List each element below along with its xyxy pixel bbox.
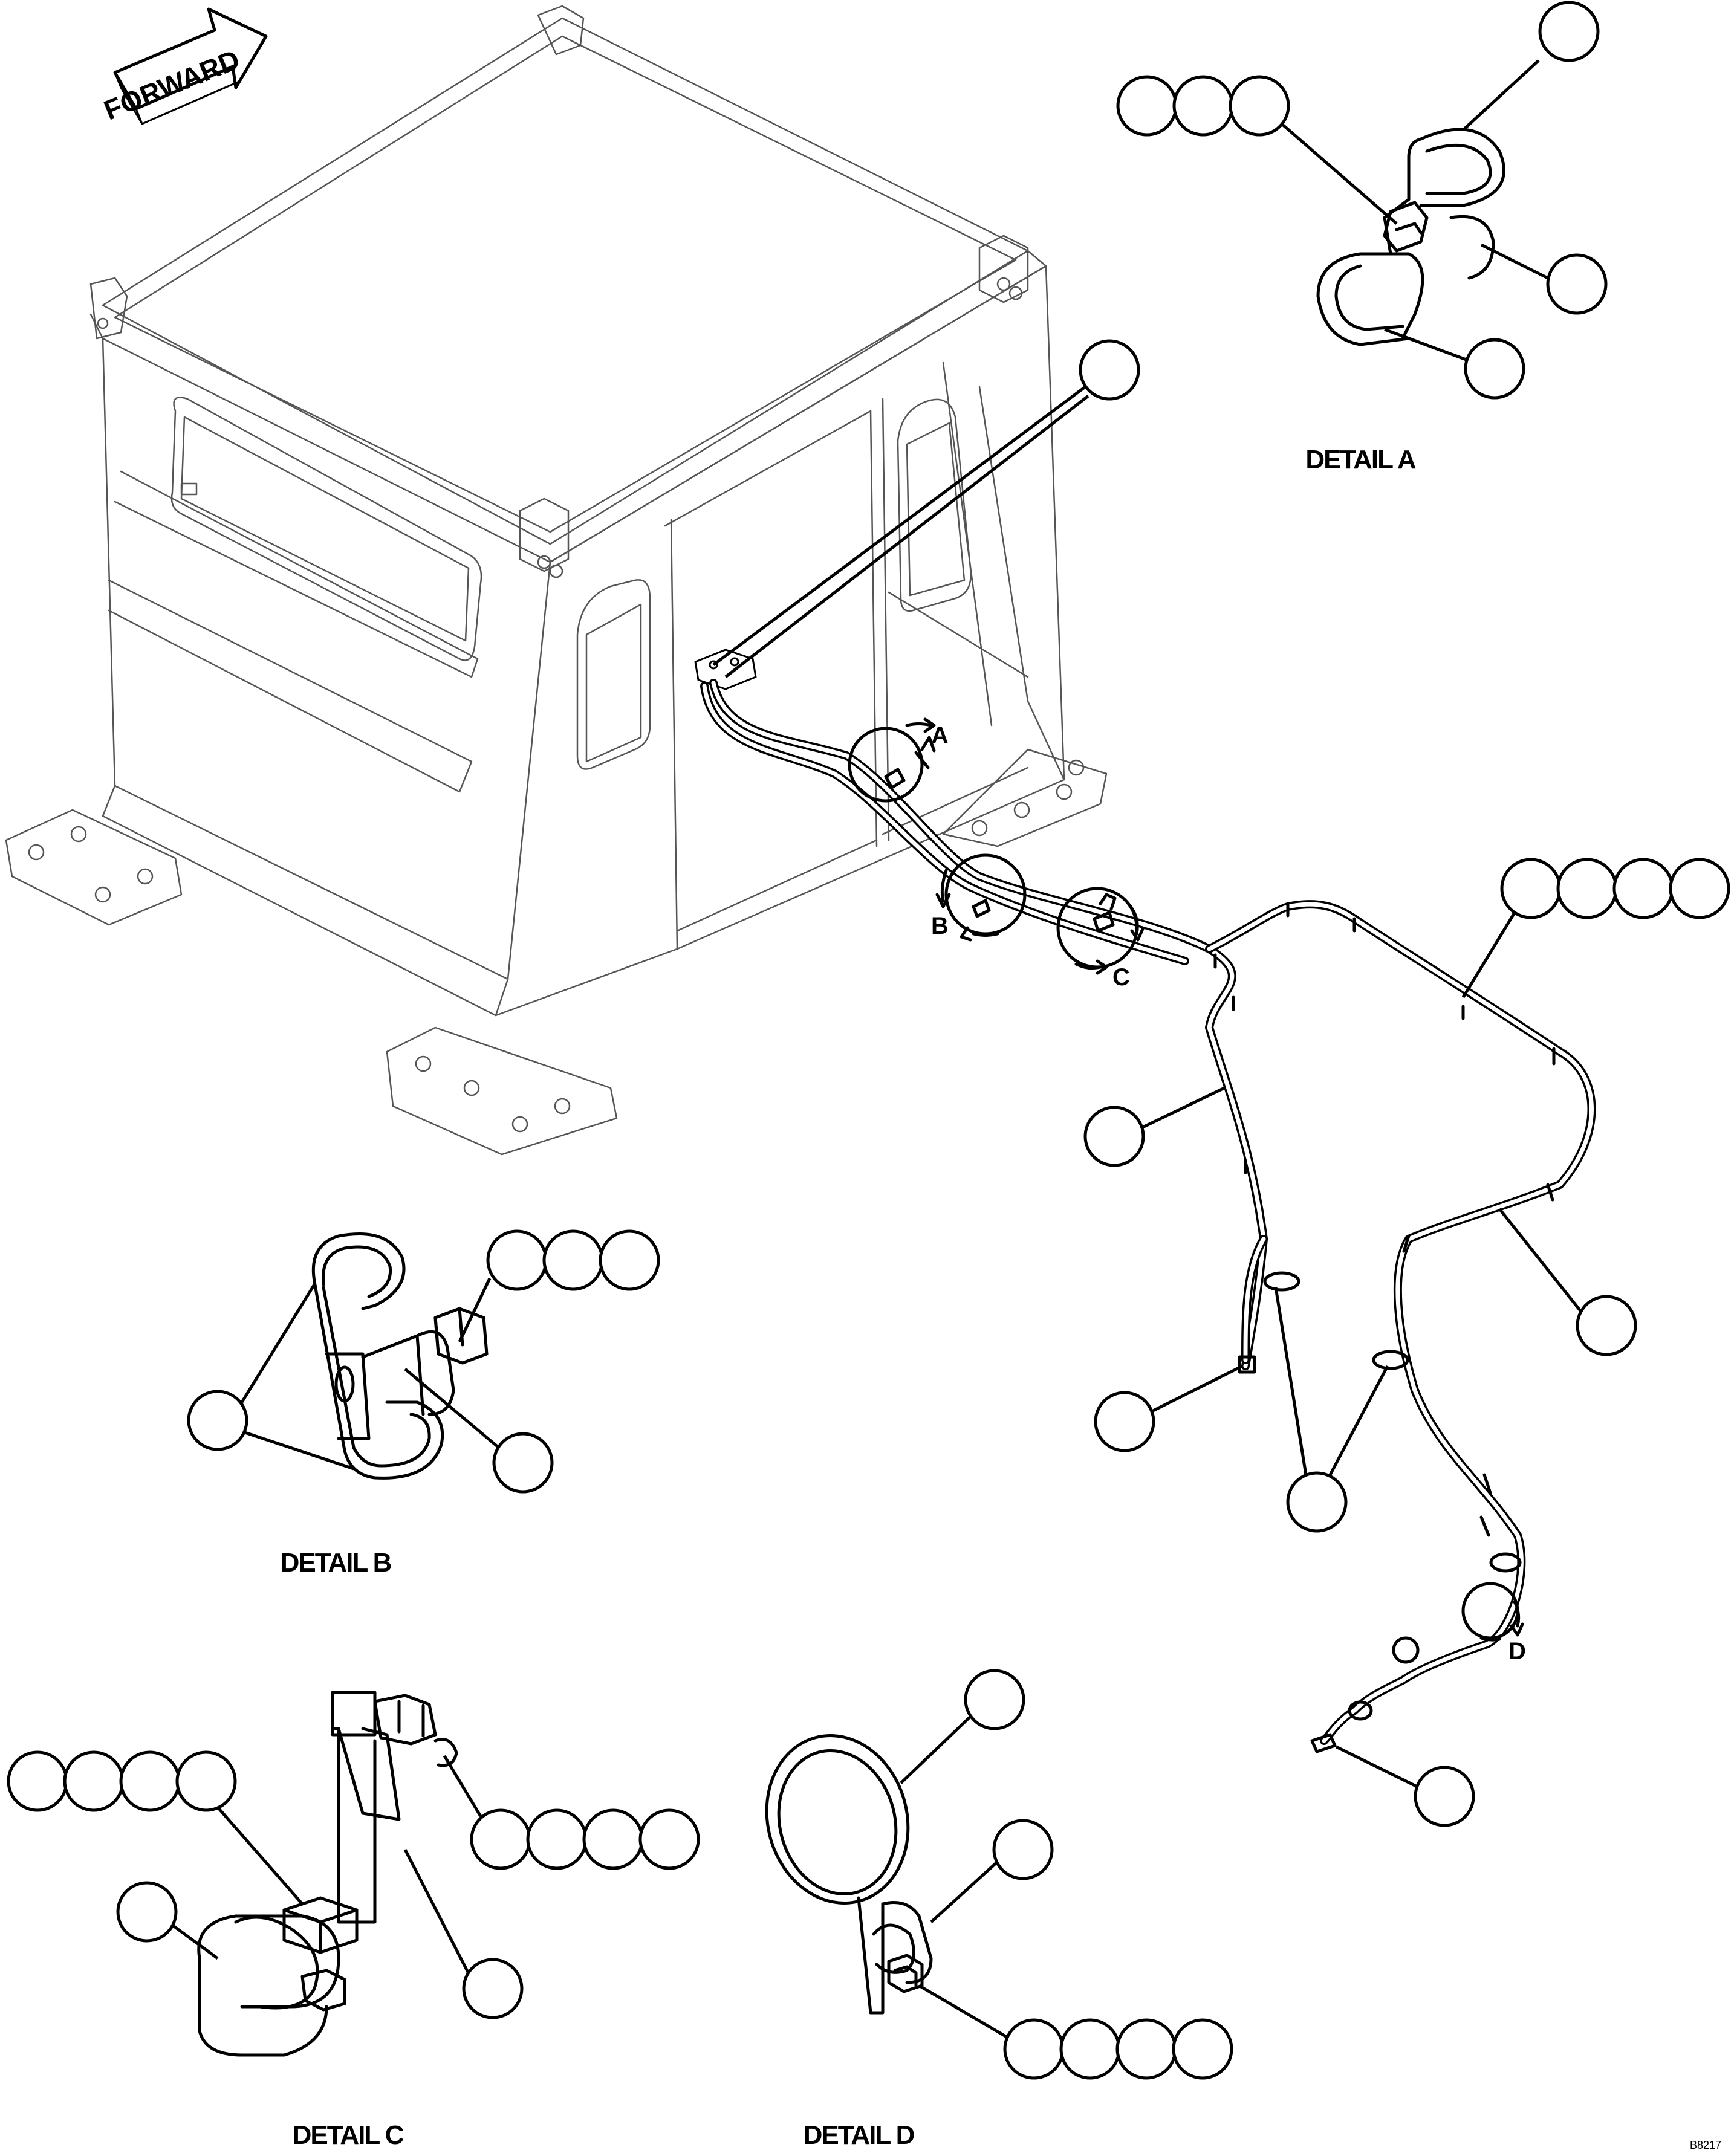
figure-code: B8217 [1690, 2139, 1721, 2151]
detail-b-clamp [311, 1232, 489, 1480]
detail-title-c: DETAIL C [293, 2120, 404, 2150]
callout-balloon [1538, 1, 1600, 62]
detail-marker-d: D [1508, 1638, 1526, 1665]
callout-balloon [119, 1750, 181, 1812]
detail-title-b: DETAIL B [281, 1548, 391, 1578]
callout-balloon [1500, 858, 1562, 919]
detail-title-a: DETAIL A [1305, 445, 1415, 474]
detail-marker-b: B [931, 913, 949, 939]
callout-balloon [486, 1229, 548, 1291]
callout-balloon [1414, 1766, 1475, 1827]
callout-balloon [1172, 2018, 1233, 2080]
callout-balloon [1116, 75, 1178, 137]
detail-marker-a: A [931, 722, 949, 749]
callout-balloon [1556, 858, 1618, 919]
callout-balloon [1576, 1295, 1637, 1356]
detail-a-clamp [1316, 128, 1505, 346]
callout-balloon [1059, 2018, 1121, 2080]
callout-balloon [1115, 2018, 1177, 2080]
callout-balloon [582, 1808, 644, 1870]
callout-balloon [470, 1808, 531, 1870]
callout-balloon [116, 1881, 178, 1943]
callout-balloon [1083, 1106, 1145, 1167]
forward-arrow: FORWARD [99, 7, 268, 126]
callout-balloon [1003, 2018, 1065, 2080]
callout-balloon [462, 1958, 524, 2019]
callout-balloon [992, 1819, 1054, 1880]
callout-balloon [599, 1229, 660, 1291]
callout-balloon [63, 1750, 125, 1812]
callout-balloon [175, 1750, 237, 1812]
callout-balloon [964, 1669, 1025, 1730]
callout-balloon [1464, 338, 1525, 400]
detail-marker-c: C [1112, 964, 1130, 991]
callout-balloon [1079, 339, 1140, 401]
callout-balloon [1229, 75, 1290, 137]
detail-d-clamp [765, 1734, 933, 2015]
callout-balloon [1172, 75, 1234, 137]
callout-balloons [7, 1, 1730, 2080]
detail-markers: A B C D [848, 717, 1526, 1665]
callout-balloon [1612, 858, 1674, 919]
callout-balloon [1546, 253, 1608, 315]
detail-c-bracket [197, 1691, 458, 2057]
callout-balloon [1286, 1471, 1348, 1533]
callout-balloon [526, 1808, 588, 1870]
callout-balloon [542, 1229, 604, 1291]
hose-assembly [700, 679, 1596, 1753]
callout-balloon [492, 1432, 554, 1494]
callout-balloon [1669, 858, 1730, 919]
callout-balloon [187, 1390, 248, 1451]
callout-balloon [638, 1808, 700, 1870]
callout-balloon [1094, 1391, 1155, 1452]
detail-title-d: DETAIL D [804, 2120, 914, 2150]
callout-balloon [7, 1750, 68, 1812]
cab-outline [5, 5, 1108, 1156]
